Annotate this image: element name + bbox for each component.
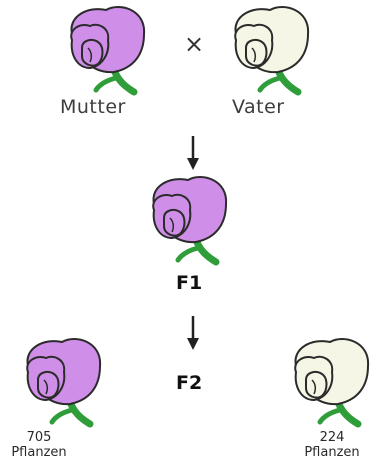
f2-purple-count-number: 705 (4, 430, 74, 445)
f2-white-count-unit: Pflanzen (294, 445, 370, 460)
father-flower (222, 4, 322, 96)
f2-purple-count: 705 Pflanzen (4, 430, 74, 460)
f2-white-count-number: 224 (294, 430, 370, 445)
f1-flower (140, 174, 240, 266)
cross-symbol: × (184, 30, 204, 58)
mother-label: Mutter (60, 96, 126, 118)
f2-purple-flower (14, 336, 114, 428)
f2-label: F2 (176, 372, 202, 394)
mother-flower (58, 4, 158, 96)
father-label: Vater (232, 96, 285, 118)
f2-white-flower (282, 336, 375, 428)
f1-label: F1 (176, 272, 202, 294)
down-arrow-icon (186, 136, 200, 172)
down-arrow-icon (186, 316, 200, 352)
f2-white-count: 224 Pflanzen (294, 430, 370, 460)
f2-purple-count-unit: Pflanzen (4, 445, 74, 460)
